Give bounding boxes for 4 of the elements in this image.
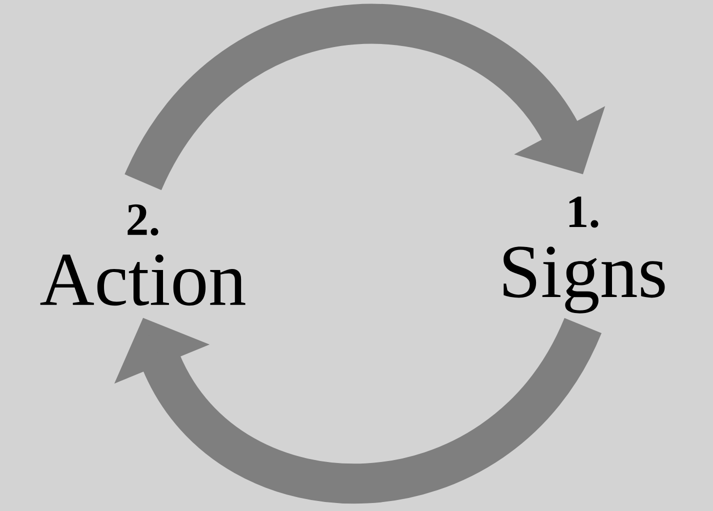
step-label: 2. Action bbox=[40, 204, 246, 306]
curved-arrow bbox=[125, 4, 606, 192]
curved-arrow bbox=[114, 316, 601, 504]
step-label: 1. Signs bbox=[504, 196, 665, 314]
